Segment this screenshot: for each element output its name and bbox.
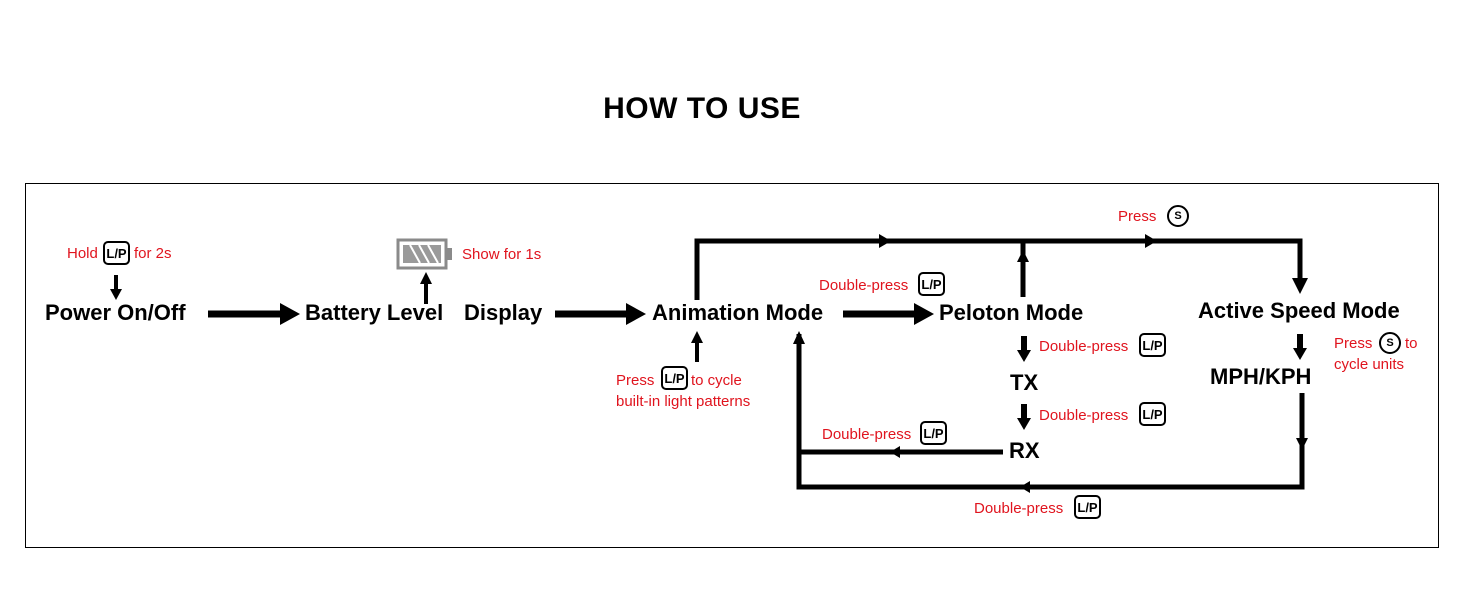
arrow-peloton-to-tx xyxy=(1017,336,1031,362)
page-title: HOW TO USE xyxy=(603,92,801,125)
s-button-icon: S xyxy=(1379,332,1401,354)
lp-key-icon: L/P xyxy=(1139,402,1166,426)
arrow-press-up xyxy=(691,331,703,362)
s-button-icon: S xyxy=(1167,205,1189,227)
lp-key-icon: L/P xyxy=(661,366,688,390)
note-show-1s: Show for 1s xyxy=(462,246,542,263)
arrow-animation-to-peloton xyxy=(843,303,934,325)
node-battery-level: Battery Level xyxy=(305,300,444,325)
arrow-display-to-animation xyxy=(555,303,646,325)
arrow-power-to-battery xyxy=(208,303,300,325)
note-double-press-tx: Double-press xyxy=(1039,338,1129,355)
note-hold: Hold xyxy=(67,245,98,262)
note-cycle-units: cycle units xyxy=(1334,356,1405,373)
node-peloton-mode: Peloton Mode xyxy=(939,300,1084,325)
arrow-hold-down xyxy=(110,275,122,300)
loop-top xyxy=(694,234,1308,300)
note-double-press-rx-back: Double-press xyxy=(822,426,912,443)
note-for-2s: for 2s xyxy=(134,245,172,262)
lp-key-icon: L/P xyxy=(1139,333,1166,357)
note-press-s-right: Press xyxy=(1334,335,1373,352)
lp-key-icon: L/P xyxy=(920,421,947,445)
arrow-tx-to-rx xyxy=(1017,404,1031,430)
node-power-on-off: Power On/Off xyxy=(45,300,186,325)
note-press: Press xyxy=(616,372,655,389)
note-press-s-top: Press xyxy=(1118,208,1157,225)
lp-key-icon: L/P xyxy=(918,272,945,296)
loop-rx-to-animation xyxy=(799,446,1003,458)
lp-key-icon: L/P xyxy=(1074,495,1101,519)
note-double-press-rx: Double-press xyxy=(1039,407,1129,424)
note-double-press-peloton: Double-press xyxy=(819,277,909,294)
node-active-speed-mode: Active Speed Mode xyxy=(1198,298,1400,323)
arrow-active-to-mph xyxy=(1293,334,1307,360)
arrow-peloton-up xyxy=(1017,243,1029,297)
node-tx: TX xyxy=(1010,370,1039,395)
note-double-press-bottom: Double-press xyxy=(974,500,1064,517)
node-animation-mode: Animation Mode xyxy=(652,300,824,325)
loop-mph-to-animation xyxy=(793,331,1308,493)
arrow-battery-up xyxy=(420,272,432,304)
note-built-in-patterns: built-in light patterns xyxy=(616,393,751,410)
battery-icon xyxy=(396,238,452,270)
note-to: to xyxy=(1405,335,1418,352)
node-mph-kph: MPH/KPH xyxy=(1210,364,1312,389)
lp-key-icon: L/P xyxy=(103,241,130,265)
diagram-frame xyxy=(25,183,1439,548)
note-to-cycle: to cycle xyxy=(691,372,742,389)
node-display: Display xyxy=(464,300,543,325)
node-rx: RX xyxy=(1009,438,1040,463)
